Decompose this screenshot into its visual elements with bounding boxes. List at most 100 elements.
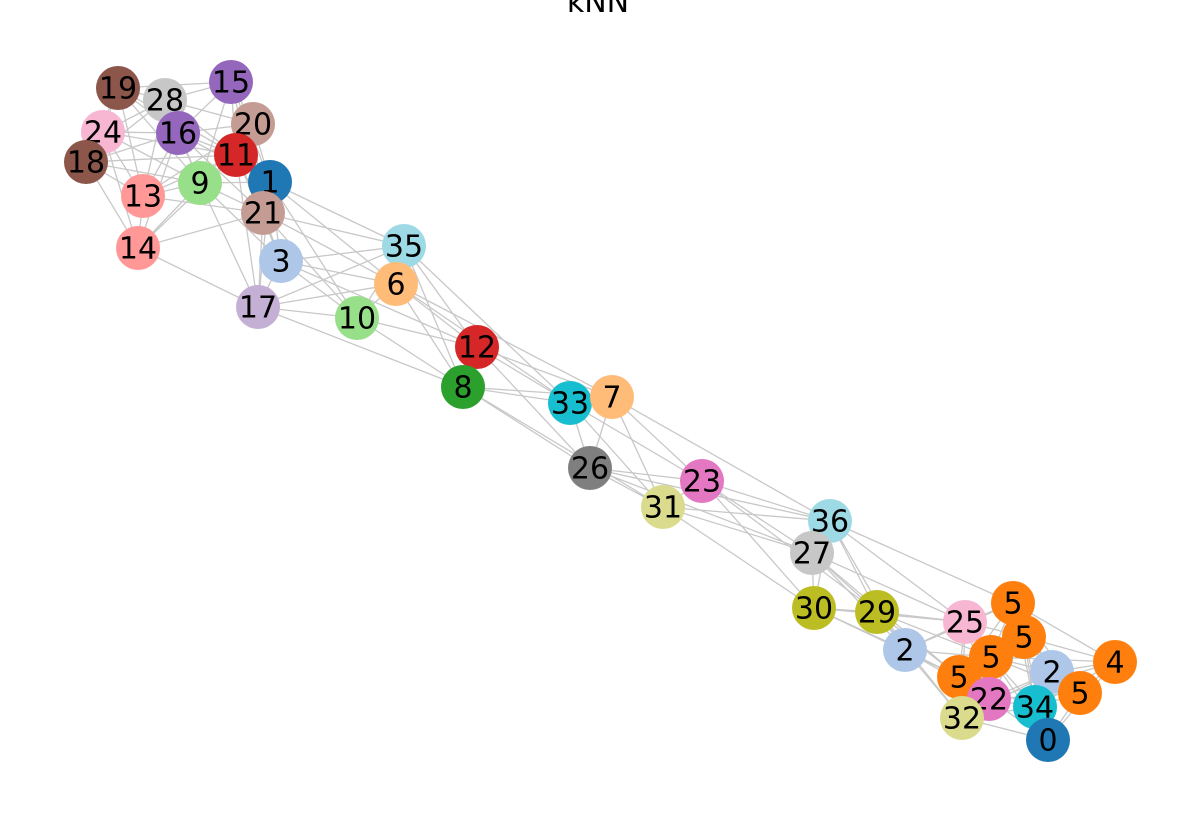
node-label: 8: [453, 371, 472, 406]
node-marker: [382, 224, 426, 268]
graph-edge: [403, 245, 571, 404]
node-label: 18: [67, 146, 105, 181]
node-label: 5: [1003, 587, 1022, 622]
graph-edge: [262, 212, 405, 247]
node-label: 35: [385, 230, 423, 265]
graph-node: 10: [335, 296, 379, 340]
node-label: 5: [981, 641, 1000, 676]
node-marker: [96, 66, 140, 110]
node-marker: [680, 459, 724, 503]
graph-node: 0: [1026, 718, 1070, 762]
node-label: 15: [212, 66, 250, 101]
graph-edge: [262, 212, 358, 319]
graph-edge: [85, 154, 237, 163]
node-label: 0: [1038, 724, 1057, 759]
node-marker: [1058, 671, 1102, 715]
figure-title: kNN: [566, 0, 630, 20]
node-marker: [1002, 615, 1046, 659]
node-label: 12: [458, 331, 496, 366]
node-marker: [209, 60, 253, 104]
graph-edge: [257, 306, 464, 388]
node-label: 25: [946, 606, 984, 641]
graph-edge: [611, 396, 831, 522]
node-label: 5: [949, 661, 968, 696]
node-marker: [883, 628, 927, 672]
node-marker: [116, 226, 160, 270]
node-marker: [64, 140, 108, 184]
graph-node: 2: [883, 628, 927, 672]
node-marker: [178, 161, 222, 205]
graph-node: 7: [590, 375, 634, 419]
graph-edge: [137, 154, 237, 249]
graph-node: 4: [1093, 640, 1137, 684]
node-label: 16: [159, 117, 197, 152]
graph-edge: [811, 552, 966, 623]
graph-node: 5: [1058, 671, 1102, 715]
graph-node: 3: [259, 239, 303, 283]
node-marker: [455, 325, 499, 369]
graph-edge: [662, 506, 815, 609]
node-label: 5: [1014, 621, 1033, 656]
graph-edge: [829, 520, 1014, 604]
graph-node: 9: [178, 161, 222, 205]
node-label: 5: [1070, 677, 1089, 712]
node-label: 2: [1042, 656, 1061, 691]
node-label: 13: [124, 180, 162, 215]
graph-edge: [462, 386, 664, 508]
graph-node: 15: [209, 60, 253, 104]
node-marker: [969, 635, 1013, 679]
node-marker: [808, 499, 852, 543]
graph-node: 11: [214, 133, 258, 177]
graph-edge: [403, 245, 464, 388]
node-label: 32: [943, 702, 981, 737]
node-marker: [121, 174, 165, 218]
graph-node: 5: [1002, 615, 1046, 659]
graph-node: 29: [855, 590, 899, 634]
node-label: 14: [119, 232, 157, 267]
node-label: 2: [895, 634, 914, 669]
graph-node: 17: [236, 285, 280, 329]
graph-node: 6: [374, 262, 418, 306]
graph-edge: [199, 182, 259, 308]
graph-edge: [235, 154, 259, 308]
node-marker: [1026, 718, 1070, 762]
graph-node: 18: [64, 140, 108, 184]
graph-node: 31: [641, 485, 685, 529]
node-marker: [374, 262, 418, 306]
graph-node: 30: [792, 586, 836, 630]
graph-node: 35: [382, 224, 426, 268]
graph-edge: [269, 181, 358, 319]
node-label: 21: [244, 197, 282, 232]
graph-node: 12: [455, 325, 499, 369]
graph-edge: [462, 386, 591, 469]
node-marker: [241, 191, 285, 235]
graph-edge: [829, 520, 966, 623]
node-marker: [441, 365, 485, 409]
node-marker: [236, 285, 280, 329]
graph-node: 21: [241, 191, 285, 235]
graph-edge: [829, 520, 906, 651]
graph-node: 33: [548, 381, 592, 425]
node-marker: [548, 381, 592, 425]
node-marker: [855, 590, 899, 634]
node-marker: [335, 296, 379, 340]
node-marker: [1093, 640, 1137, 684]
graph-node: 14: [116, 226, 160, 270]
node-label: 29: [858, 596, 896, 631]
node-marker: [214, 133, 258, 177]
node-label: 7: [602, 381, 621, 416]
graph-edge: [280, 260, 478, 348]
graph-edge: [701, 480, 831, 522]
node-marker: [1013, 685, 1057, 729]
node-label: 27: [793, 537, 831, 572]
graph-edge: [395, 283, 613, 398]
node-marker: [156, 111, 200, 155]
node-label: 10: [338, 302, 376, 337]
graph-node: 25: [943, 600, 987, 644]
node-label: 11: [217, 139, 255, 174]
graph-edge: [662, 506, 831, 522]
graph-edge: [137, 247, 259, 308]
graph-node: 23: [680, 459, 724, 503]
